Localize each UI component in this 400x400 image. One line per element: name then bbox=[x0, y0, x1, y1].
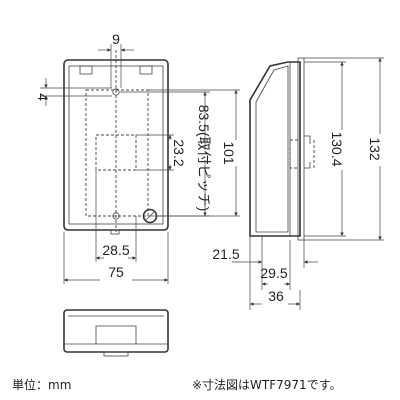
side-hidden-slot bbox=[289, 139, 298, 169]
dim-21-5: 21.5 bbox=[212, 240, 318, 268]
bottom-tab-small bbox=[103, 351, 129, 357]
side-tab-bottom bbox=[304, 162, 311, 169]
side-inner-profile bbox=[255, 65, 289, 233]
dim-9: 9 bbox=[98, 31, 134, 88]
bottom-tab bbox=[110, 229, 120, 235]
top-mounting-hole bbox=[112, 88, 120, 96]
bottom-window bbox=[95, 325, 137, 344]
dim-4-label: 4 bbox=[35, 93, 51, 101]
dim-101: 101 bbox=[148, 89, 240, 217]
bottom-mounting-hole bbox=[112, 212, 120, 220]
dim-23-2: 23.2 bbox=[136, 134, 187, 171]
bottom-view bbox=[63, 309, 169, 357]
top-tab-right bbox=[139, 65, 153, 75]
dim-4: 4 bbox=[35, 78, 112, 106]
dim-36: 36 bbox=[249, 236, 301, 310]
side-tab-top bbox=[304, 135, 311, 144]
dim-101-label: 101 bbox=[221, 141, 237, 165]
side-view bbox=[249, 57, 315, 241]
dim-130-4-label: 130.4 bbox=[329, 131, 345, 166]
dim-29-5: 29.5 bbox=[260, 240, 291, 290]
dim-83-5: 83.5(取付ピッチ) bbox=[120, 91, 212, 217]
dim-75-label: 75 bbox=[108, 264, 124, 280]
hidden-inner-box bbox=[85, 89, 149, 217]
dim-29-5-label: 29.5 bbox=[260, 265, 287, 281]
dim-9-label: 9 bbox=[112, 31, 120, 47]
dim-75: 75 bbox=[63, 232, 169, 284]
dim-132: 132 bbox=[304, 57, 384, 241]
dim-28-5-label: 28.5 bbox=[102, 242, 129, 258]
reference-note: ※寸法図はWTF7971です。 bbox=[192, 378, 342, 392]
dim-132-label: 132 bbox=[367, 137, 383, 161]
dim-28-5: 28.5 bbox=[95, 170, 137, 262]
unit-note: 単位：mm bbox=[12, 378, 72, 392]
front-view bbox=[63, 50, 169, 235]
top-tab-left bbox=[79, 65, 93, 75]
side-profile bbox=[249, 61, 301, 237]
side-wall-plate bbox=[297, 57, 305, 241]
dim-23-2-label: 23.2 bbox=[171, 139, 187, 166]
dim-21-5-label: 21.5 bbox=[212, 246, 239, 262]
dim-83-5-label: 83.5(取付ピッチ) bbox=[196, 105, 212, 212]
dim-130-4: 130.4 bbox=[304, 61, 346, 237]
dim-36-label: 36 bbox=[268, 288, 284, 304]
